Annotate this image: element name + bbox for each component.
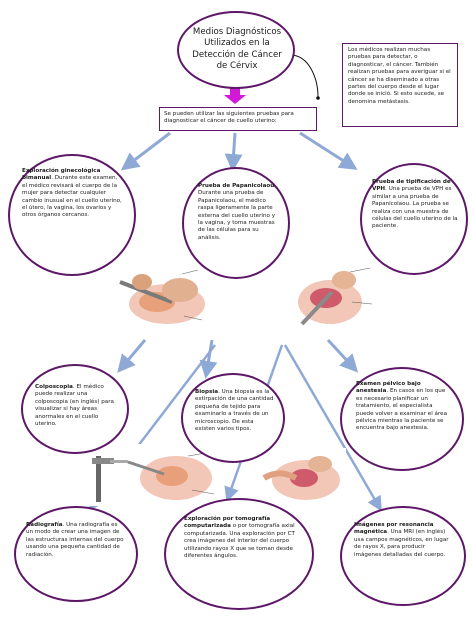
node-colposcopia: Colposcopia. El médico puede realizar un… (21, 364, 129, 454)
node-ginecologica: Exploración ginecológica bimanual. Duran… (8, 154, 136, 276)
title-to-intro-link (289, 54, 319, 98)
vph-illustration (292, 262, 374, 330)
title-oval: Medios Diagnósticos Utilizados en la Det… (177, 11, 295, 89)
arrow-to-biopsia (199, 339, 218, 379)
intro-text: Los médicos realizan muchas pruebas para… (348, 47, 451, 105)
arrow-to-resonancia (283, 344, 382, 512)
biopsia-text: Una biopsia es la extirpación de una can… (195, 389, 274, 433)
ginecologica-name: Exploración ginecológica bimanual (22, 168, 101, 182)
vph-name: Prueba de tipificación de VPH (372, 179, 451, 193)
resonancia-text: Una MRI (en inglés) usa campos magnético… (354, 529, 449, 558)
arrow-to-colposcopia (117, 339, 147, 373)
subtitle-text: Se pueden utilizar las siguientes prueba… (164, 111, 294, 125)
node-pelvico: Examen pélvico bajo anestesia. En casos … (340, 367, 464, 471)
node-biopsia: Biopsia. Una biopsia es la extirpación d… (181, 373, 285, 463)
arrow-to-vph (299, 131, 358, 170)
node-radiografia: Radiografía. Una radiografía es un modo … (14, 506, 138, 602)
arrow-to-ginecologica (120, 131, 171, 171)
node-papanicolaou: Prueba de Papanicolaou Durante una prueb… (182, 167, 290, 279)
arrow-to-pelvico (326, 338, 359, 373)
node-tomografia: Exploración por tomografía computarizada… (164, 498, 314, 610)
radiografia-name: Radiografía (26, 522, 63, 528)
diagram-title: Medios Diagnósticos Utilizados en la Det… (192, 27, 282, 72)
pelvico-text: En casos en los que es necesario planifi… (356, 388, 448, 432)
radiografia-text: Una radiografía es un modo de crear una … (26, 522, 124, 558)
papanicolaou-text: Durante una prueba de Papanicolaou, el m… (198, 190, 276, 241)
vph-text: Una prueba de VPH es similar a una prueb… (372, 186, 458, 230)
ginecologica-text: Durante este examen, el médico revisará … (22, 175, 122, 219)
colposcopia-name: Colposcopia (35, 384, 73, 390)
papanicolaou-illustration (112, 262, 208, 330)
papanicolaou-name: Prueba de Papanicolaou (198, 183, 275, 189)
tomografia-text: o por tomografía axial computarizada. Un… (184, 523, 295, 560)
intro-box: Los médicos realizan muchas pruebas para… (342, 43, 458, 127)
tomografia-name: Exploración por tomografía computarizada (184, 516, 271, 530)
arrow-to-papanicolaou (224, 132, 243, 172)
pelvico-name: Examen pélvico bajo anestesia (356, 381, 421, 395)
pelvico-illustration (258, 448, 346, 504)
title-arrow (224, 88, 246, 104)
colposcopia-illustration (84, 444, 218, 506)
node-vph: Prueba de tipificación de VPH. Una prueb… (360, 163, 468, 275)
biopsia-name: Biopsia (195, 389, 219, 395)
subtitle-box: Se pueden utilizar las siguientes prueba… (159, 107, 317, 131)
node-resonancia: Imágenes por resonancia magnética. Una M… (340, 506, 466, 606)
colposcopia-text: El médico puede realizar una colposcopia… (35, 384, 114, 428)
resonancia-name: Imágenes por resonancia magnética (354, 522, 434, 536)
